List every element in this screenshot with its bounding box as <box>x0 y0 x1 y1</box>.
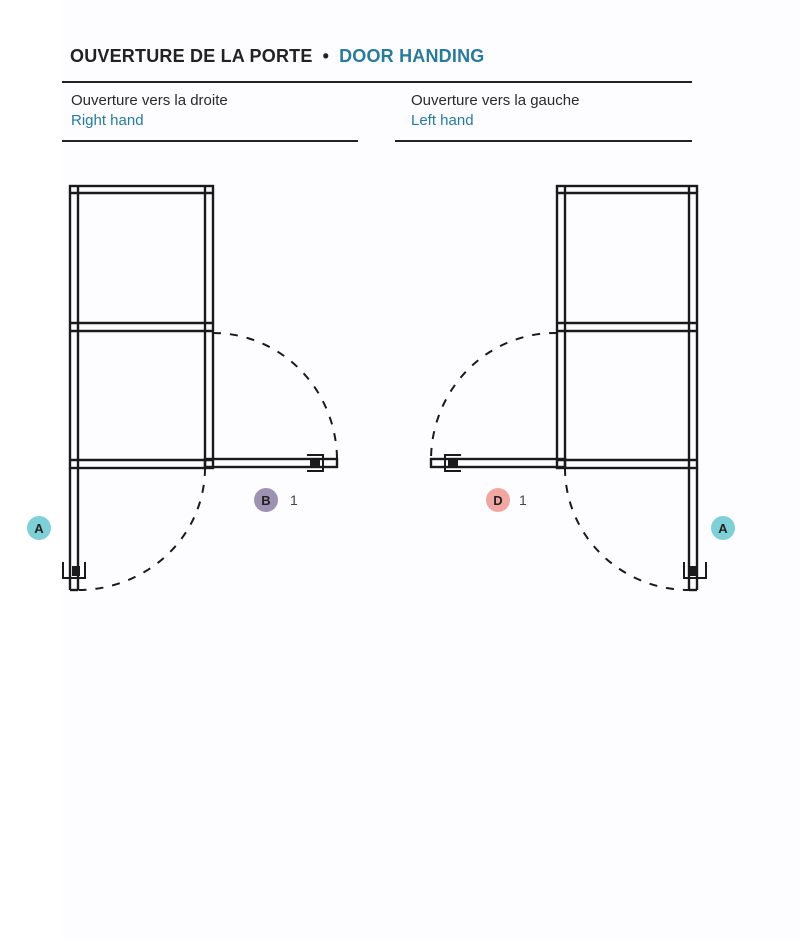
left-hand-door-hinge <box>444 454 461 472</box>
right-hand-diagram <box>62 184 339 592</box>
badge-d-circle <box>486 488 510 512</box>
left-hand-upper-swing-arc <box>430 331 558 461</box>
right-hand-door-hinge <box>307 454 324 472</box>
page-title: OUVERTURE DE LA PORTE • DOOR HANDING <box>70 46 484 67</box>
right-hand-heading: Ouverture vers la droite Right hand <box>71 91 228 131</box>
right-hand-part-badge: B 1 <box>254 488 298 512</box>
right-hand-upper-swing-arc <box>212 332 338 461</box>
badge-b-circle <box>254 488 278 512</box>
right-hand-label-french: Ouverture vers la droite <box>71 92 228 109</box>
left-hand-side-badge: A <box>711 516 735 540</box>
left-hand-cabinet <box>555 184 699 470</box>
badge-a-right-letter: A <box>718 521 728 536</box>
badge-b-letter: B <box>261 493 270 508</box>
right-hand-lower-swing-arc <box>77 467 206 591</box>
left-hand-underline <box>395 140 692 142</box>
badge-a-right-circle <box>711 516 735 540</box>
badge-d-letter: D <box>493 493 502 508</box>
badge-d-quantity: 1 <box>519 492 527 508</box>
title-separator: • <box>322 46 330 66</box>
left-hand-label-french: Ouverture vers la gauche <box>411 92 580 109</box>
badge-a-left-letter: A <box>34 521 44 536</box>
right-hand-label-english: Right hand <box>71 112 144 129</box>
right-hand-cabinet <box>68 184 215 470</box>
left-hand-lower-swing-arc <box>564 467 690 591</box>
left-hand-side-hinge <box>683 562 707 579</box>
right-hand-underline <box>62 140 358 142</box>
right-hand-side-hinge <box>62 562 86 579</box>
left-hand-part-badge: D 1 <box>486 488 527 512</box>
right-hand-side-badge: A <box>27 516 51 540</box>
left-hand-heading: Ouverture vers la gauche Left hand <box>411 91 579 131</box>
left-hand-label-english: Left hand <box>411 112 474 129</box>
title-underline <box>62 81 692 83</box>
left-hand-diagram <box>429 184 707 592</box>
left-hand-open-door <box>429 457 567 469</box>
title-english: DOOR HANDING <box>339 46 485 66</box>
badge-b-quantity: 1 <box>290 492 298 508</box>
badge-a-left-circle <box>27 516 51 540</box>
page-background <box>62 0 800 941</box>
title-french: OUVERTURE DE LA PORTE <box>70 46 313 66</box>
right-hand-open-door <box>203 457 339 469</box>
